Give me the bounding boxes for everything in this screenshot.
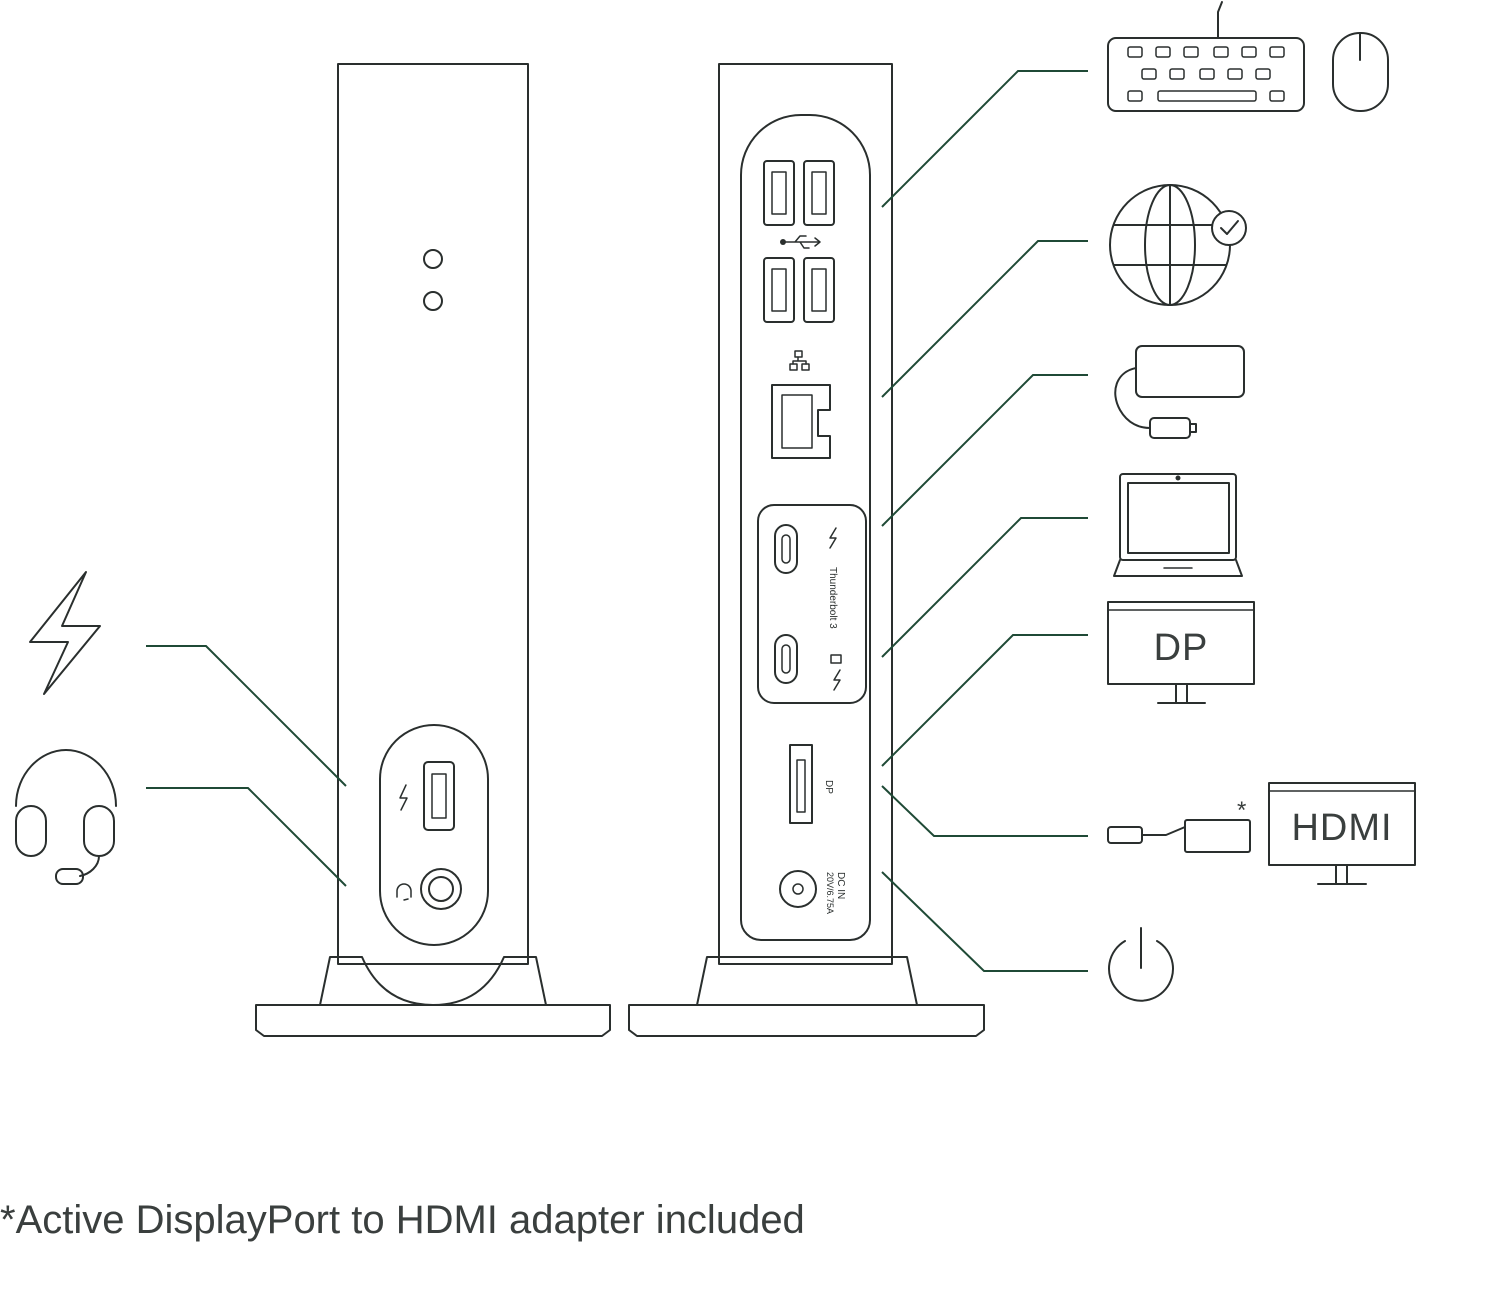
rear-dc-in: DC IN 20V/6.75A bbox=[779, 870, 846, 914]
usb-a-port-1 bbox=[763, 160, 795, 226]
power-bolt-icon bbox=[29, 571, 101, 695]
usb-a-port-1-tongue bbox=[771, 171, 787, 215]
displayport-socket-inner bbox=[796, 759, 806, 813]
usb-a-port-4-tongue bbox=[811, 268, 827, 312]
usb-a-port-2-tongue bbox=[811, 171, 827, 215]
dc-in-jack-pin bbox=[792, 883, 804, 895]
leader-power-input bbox=[881, 871, 1088, 972]
leader-laptop bbox=[881, 517, 1088, 658]
rear-stand-base bbox=[628, 1004, 985, 1037]
leader-hub bbox=[881, 374, 1088, 527]
rear-port-panel bbox=[740, 114, 871, 941]
front-port-panel bbox=[379, 724, 489, 946]
headset-icon bbox=[15, 749, 117, 885]
laptop-icon bbox=[1113, 473, 1243, 577]
hdmi-monitor-label: HDMI bbox=[1291, 807, 1392, 849]
rear-thunderbolt-block: Thunderbolt 3 bbox=[757, 504, 867, 704]
dp-port-label: DP bbox=[823, 780, 834, 794]
charge-bolt-icon bbox=[399, 784, 408, 811]
usb-a-port-3-tongue bbox=[771, 268, 787, 312]
globe-network-icon bbox=[1109, 184, 1247, 306]
hdmi-monitor-icon: HDMI bbox=[1268, 782, 1416, 885]
front-usb-a-port bbox=[423, 761, 455, 831]
dc-in-label: DC IN bbox=[835, 872, 846, 899]
dp-monitor-label: DP bbox=[1154, 627, 1209, 669]
hdmi-adapter-icon: * bbox=[1107, 797, 1251, 853]
leader-network bbox=[881, 240, 1088, 398]
front-usb-a-tongue bbox=[431, 773, 447, 819]
displayport-socket bbox=[789, 744, 813, 824]
status-led-bottom bbox=[423, 291, 443, 311]
dp-monitor-icon: DP bbox=[1107, 601, 1255, 704]
headphone-symbol-icon bbox=[396, 883, 412, 901]
front-tower-body bbox=[337, 63, 529, 965]
keyboard-icon bbox=[1107, 1, 1305, 112]
thunderbolt-port-1 bbox=[774, 524, 798, 574]
usb-symbol-icon bbox=[780, 235, 821, 249]
audio-jack-inner bbox=[428, 876, 454, 902]
mouse-icon bbox=[1332, 32, 1389, 112]
dock-rear-view: Thunderbolt 3 DP DC IN 20V/6.75A bbox=[628, 63, 985, 1037]
thunderbolt-port-2-inner bbox=[781, 644, 791, 674]
thunderbolt-port-1-inner bbox=[781, 534, 791, 564]
front-stand-base bbox=[255, 1004, 611, 1037]
status-led-top bbox=[423, 249, 443, 269]
adapter-footnote: *Active DisplayPort to HDMI adapter incl… bbox=[0, 1198, 805, 1242]
rj45-socket bbox=[771, 384, 831, 459]
leader-headset bbox=[146, 787, 347, 887]
leader-power bbox=[146, 645, 347, 787]
leader-keyboard bbox=[881, 70, 1088, 208]
usb-a-port-3 bbox=[763, 257, 795, 323]
dock-front-view bbox=[255, 63, 611, 1037]
rear-tower-body bbox=[718, 63, 893, 965]
thunderbolt-bolt-icon-1 bbox=[829, 527, 837, 549]
leader-hdmi bbox=[881, 785, 1088, 837]
audio-jack-outer bbox=[420, 868, 462, 910]
hub-dongle-icon bbox=[1114, 345, 1245, 439]
power-icon bbox=[1108, 927, 1174, 1002]
dc-in-jack-outer bbox=[779, 870, 817, 908]
rear-displayport: DP bbox=[789, 744, 834, 824]
thunderbolt-bolt-icon-2 bbox=[833, 669, 841, 691]
host-laptop-symbol-icon bbox=[830, 654, 842, 664]
leader-lines bbox=[146, 70, 1088, 972]
network-symbol-icon bbox=[789, 350, 810, 371]
adapter-asterisk: * bbox=[1237, 797, 1247, 824]
thunderbolt-port-2 bbox=[774, 634, 798, 684]
rear-ethernet-port bbox=[771, 350, 831, 459]
usb-a-port-4 bbox=[803, 257, 835, 323]
dc-in-rating: 20V/6.75A bbox=[825, 872, 835, 914]
thunderbolt-label: Thunderbolt 3 bbox=[827, 567, 838, 629]
usb-a-port-2 bbox=[803, 160, 835, 226]
rear-usb-a-ports bbox=[763, 160, 835, 323]
rear-stand-cradle bbox=[696, 956, 918, 1006]
rj45-socket-inner bbox=[781, 394, 813, 449]
thunderbolt-panel bbox=[757, 504, 867, 704]
leader-dp-monitor bbox=[881, 634, 1088, 767]
